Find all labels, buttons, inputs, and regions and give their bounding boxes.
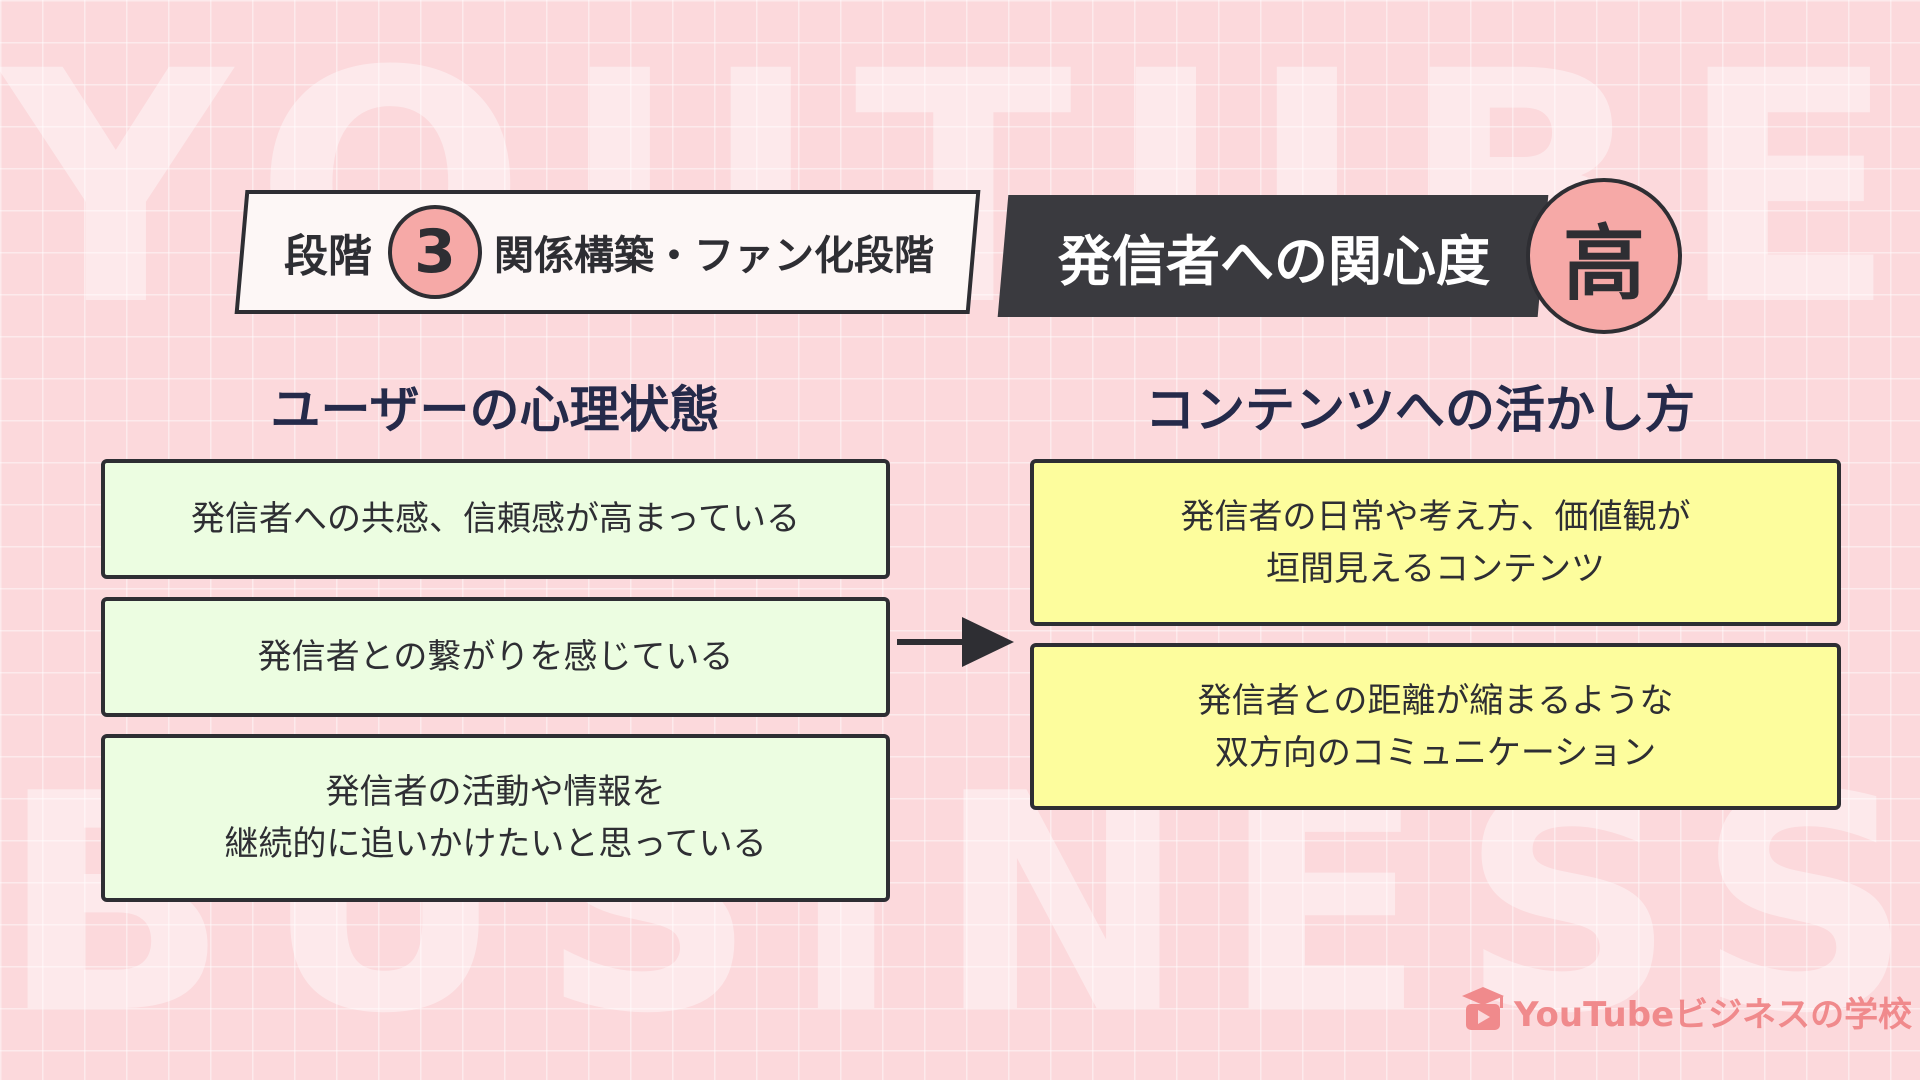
psychology-box-2-line-1: 発信者との繋がりを感じている (257, 637, 734, 677)
psychology-box-1-line-1: 発信者への共感、信頼感が高まっている (191, 499, 800, 539)
stage-label: 段階 (284, 231, 372, 282)
stage-number-badge: 3 (388, 205, 482, 299)
content-box-2: 発信者との距離が縮まるような 双方向のコミュニケーション (1030, 643, 1841, 810)
stage-banner-content: 段階 3 関係構築・ファン化段階 (240, 190, 975, 314)
content-box-1-line-2: 垣間見えるコンテンツ (1266, 548, 1605, 589)
flow-arrow-line (897, 639, 965, 645)
graduation-play-icon (1460, 985, 1506, 1037)
flow-arrow-head (962, 617, 1014, 667)
interest-label: 発信者への関心度 (1058, 229, 1490, 293)
psychology-box-3: 発信者の活動や情報を 継続的に追いかけたいと思っている (101, 734, 890, 902)
psychology-box-2: 発信者との繋がりを感じている (101, 597, 890, 717)
content-usage-title: コンテンツへの活かし方 (1145, 381, 1695, 439)
psychology-box-3-line-2: 継続的に追いかけたいと思っている (224, 824, 767, 864)
psychology-box-1: 発信者への共感、信頼感が高まっている (101, 459, 890, 579)
content-box-1: 発信者の日常や考え方、価値観が 垣間見えるコンテンツ (1030, 459, 1841, 626)
user-psychology-title: ユーザーの心理状態 (270, 381, 720, 439)
interest-level-badge: 高 (1526, 178, 1682, 334)
psychology-box-3-line-1: 発信者の活動や情報を (325, 772, 666, 812)
content-box-2-line-1: 発信者との距離が縮まるような (1197, 680, 1674, 721)
brand-logo: YouTubeビジネスの学校 (1460, 985, 1912, 1037)
content-box-2-line-2: 双方向のコミュニケーション (1214, 732, 1657, 773)
content-box-1-line-1: 発信者の日常や考え方、価値観が (1180, 496, 1691, 537)
stage-name: 関係構築・ファン化段階 (494, 233, 934, 279)
brand-name: YouTubeビジネスの学校 (1514, 994, 1913, 1035)
